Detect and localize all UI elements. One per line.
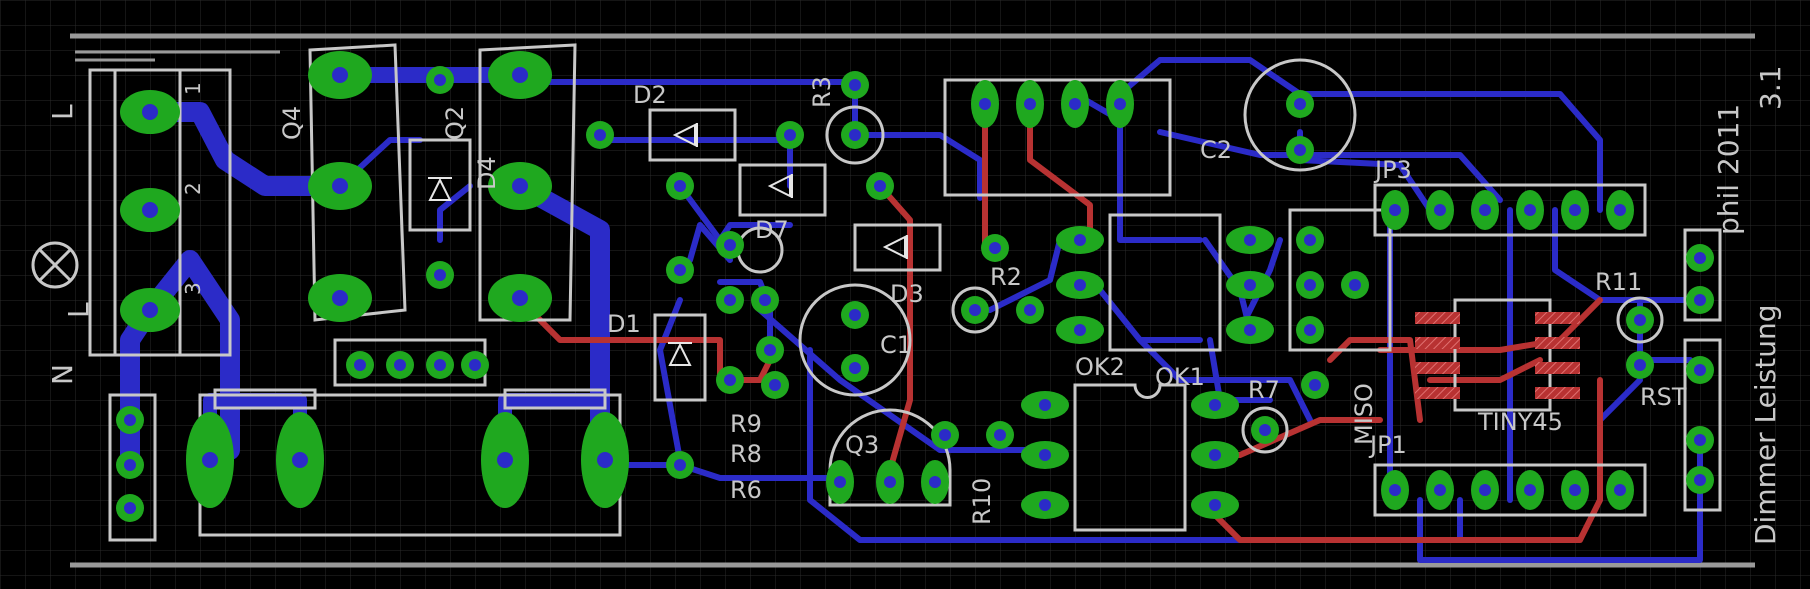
label-d3: D3 (890, 280, 924, 308)
label-ok1: OK1 (1155, 363, 1205, 391)
label-q3: Q3 (845, 431, 879, 459)
label-c2: C2 (1200, 136, 1232, 164)
label-ok2: OK2 (1075, 353, 1125, 381)
terminal-label-1: 1 (181, 82, 205, 95)
label-jp3: JP3 (1373, 156, 1412, 184)
board-outline (70, 33, 1755, 568)
terminal-labels: 1 2 3 N L L (46, 82, 205, 385)
terminal-label-l-mid: L (62, 302, 95, 318)
board-top-marks (75, 50, 280, 62)
label-r11: R11 (1595, 268, 1642, 296)
label-d4: D4 (473, 156, 501, 190)
label-r2: R2 (990, 263, 1022, 291)
drill-holes (124, 67, 1706, 514)
tiny45-smd-pads (1415, 312, 1580, 399)
terminal-label-2: 2 (181, 182, 205, 195)
label-d2: D2 (633, 81, 667, 109)
label-q2: Q2 (441, 106, 469, 140)
label-r10: R10 (968, 478, 996, 525)
board-title: Dimmer Leistung (1749, 305, 1782, 545)
label-d1: D1 (607, 310, 641, 338)
diode-symbols (428, 123, 908, 366)
label-r3: R3 (808, 76, 836, 108)
terminal-label-3: 3 (181, 282, 205, 295)
board-title-labels: phil 2011 3.1 Dimmer Leistung (1712, 65, 1787, 545)
label-jp1: JP1 (1368, 431, 1407, 459)
label-r9: R9 (730, 410, 762, 438)
bottom-copper-traces (120, 57, 1703, 563)
terminal-label-n: N (46, 364, 79, 385)
board-credit: phil 2011 (1712, 104, 1745, 235)
label-tiny45: TINY45 (1477, 408, 1563, 436)
label-c1: C1 (880, 331, 912, 359)
label-r8: R8 (730, 440, 762, 468)
label-r6: R6 (730, 476, 762, 504)
label-miso: MISO (1350, 383, 1378, 445)
label-r7: R7 (1248, 376, 1280, 404)
label-rst: RST (1640, 383, 1687, 411)
board-version: 3.1 (1754, 65, 1787, 110)
silkscreen-outlines (31, 43, 1722, 542)
terminal-label-l-top: L (46, 104, 79, 120)
label-q4: Q4 (278, 106, 306, 140)
component-labels: Q4 Q2 D4 D2 R3 D7 D3 D1 C1 R2 R9 R8 R6 Q… (278, 76, 1687, 525)
label-d7: D7 (755, 216, 789, 244)
